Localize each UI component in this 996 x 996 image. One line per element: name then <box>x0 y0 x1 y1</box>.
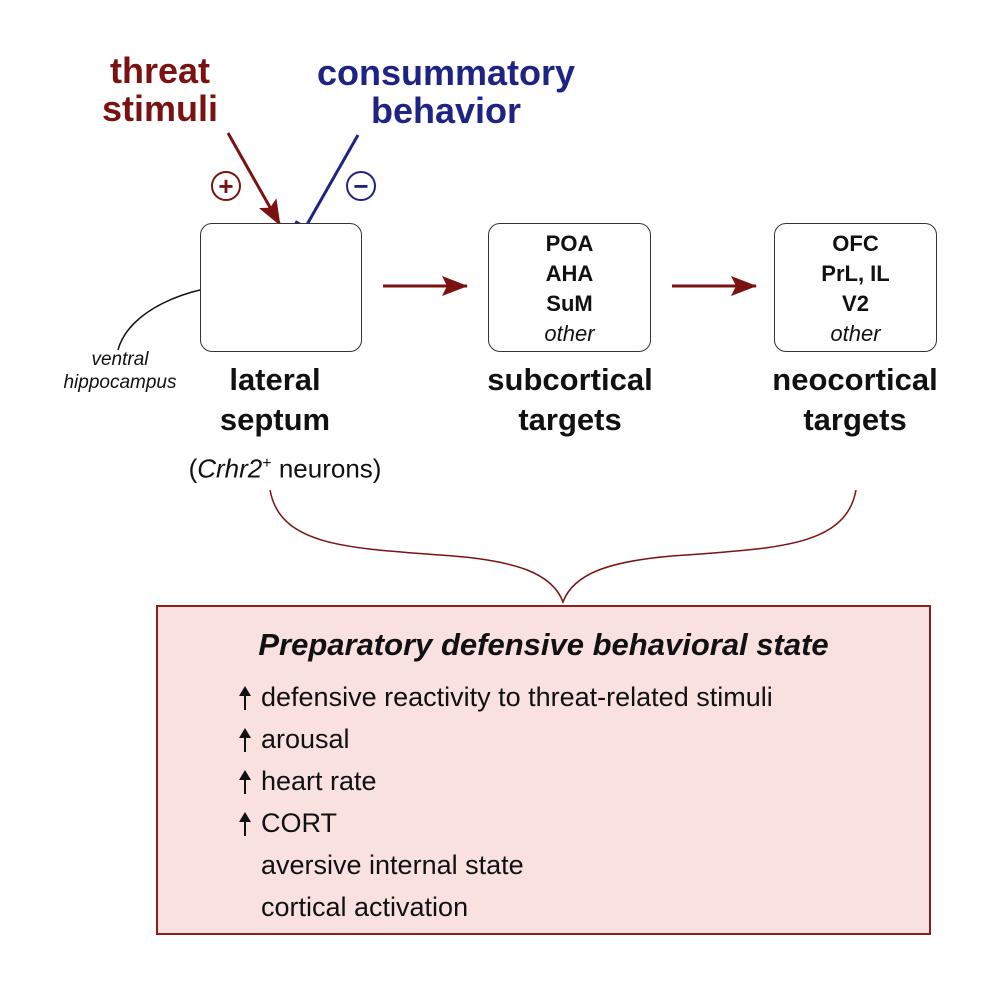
state-item: arousal <box>236 718 773 760</box>
up-arrow-icon <box>239 728 251 752</box>
state-item: CORT <box>236 802 773 844</box>
subcortical-item: SuM <box>546 291 593 316</box>
crhr2-neurons-label: (Crhr2+ neurons) <box>150 448 420 485</box>
neocortical-item: OFC <box>832 231 879 256</box>
state-item: aversive internal state <box>236 844 773 886</box>
up-arrow-icon <box>239 686 251 710</box>
subcortical-item: AHA <box>545 261 594 286</box>
crhr2-open: ( <box>188 453 198 484</box>
crhr2-rest: neurons) <box>271 453 382 484</box>
neocortical-item: V2 <box>842 291 869 316</box>
ventral-hippocampus-label: ventral hippocampus <box>63 349 177 393</box>
threat-arrow <box>226 132 282 226</box>
neocortical-item: PrL, IL <box>821 261 890 286</box>
subcortical-targets-title: subcortical targets <box>487 362 653 437</box>
crhr2-gene: Crhr2 <box>197 453 263 484</box>
consummatory-inhibition-line <box>303 134 360 229</box>
neocortical-other: other <box>830 321 881 346</box>
grouping-brace <box>269 489 857 605</box>
up-arrow-icon <box>239 812 251 836</box>
state-item-text: arousal <box>261 724 350 754</box>
threat-stimuli-label: threat stimuli <box>101 50 218 129</box>
state-item: heart rate <box>236 760 773 802</box>
lateral-septum-box <box>200 223 362 352</box>
up-arrow-icon <box>239 770 251 794</box>
state-item: cortical activation <box>236 886 773 928</box>
defensive-state-title: Preparatory defensive behavioral state <box>258 627 829 662</box>
state-item: defensive reactivity to threat-related s… <box>236 676 773 718</box>
crhr2-sup: + <box>262 455 272 472</box>
defensive-state-box: Preparatory defensive behavioral state d… <box>156 605 931 935</box>
inhibition-minus-icon: − <box>346 171 376 201</box>
subcortical-targets-box: POA AHA SuM other <box>488 223 651 352</box>
consummatory-behavior-label: consummatory behavior <box>316 52 576 131</box>
lateral-septum-title: lateral septum <box>219 362 331 437</box>
excitation-plus-icon: + <box>211 171 241 201</box>
subcortical-item: POA <box>545 231 594 256</box>
state-item-text: cortical activation <box>261 892 469 922</box>
neocortical-targets-title: neocortical targets <box>772 362 938 437</box>
subcortical-other: other <box>544 321 595 346</box>
state-item-text: aversive internal state <box>261 850 524 880</box>
state-item-text: heart rate <box>261 766 377 796</box>
defensive-state-list: defensive reactivity to threat-related s… <box>236 676 773 928</box>
state-item-text: defensive reactivity to threat-related s… <box>261 682 773 712</box>
neocortical-targets-box: OFC PrL, IL V2 other <box>774 223 937 352</box>
state-item-text: CORT <box>261 808 338 838</box>
